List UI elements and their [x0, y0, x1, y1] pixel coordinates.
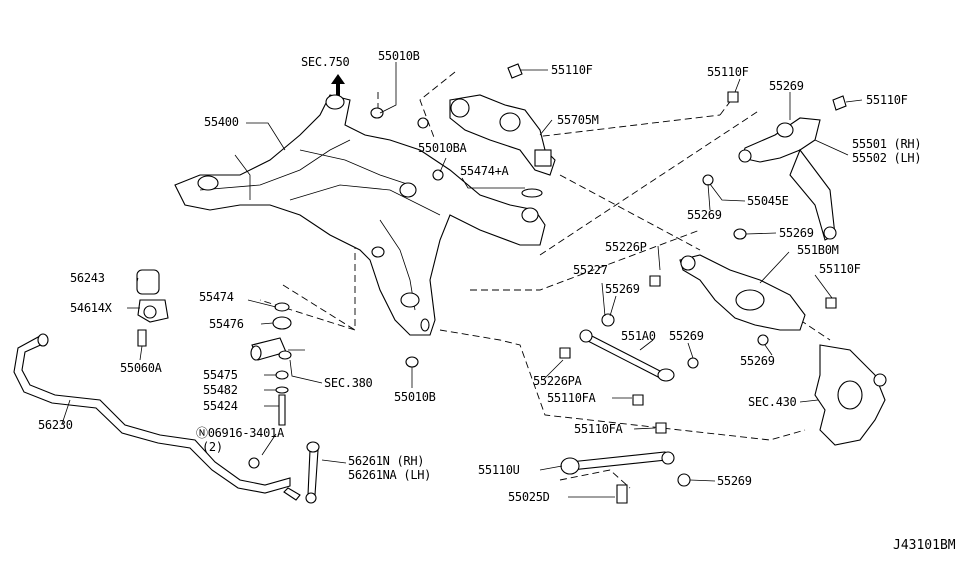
stabilizer-bar: [13, 333, 291, 494]
label-55482: 55482: [203, 383, 238, 397]
label-551a0: 551A0: [621, 329, 656, 343]
label-55269-b: 55269: [669, 329, 704, 343]
label-55010b-top: 55010B: [378, 49, 420, 63]
label-55269-top: 55269: [769, 79, 804, 93]
label-54614x: 54614X: [70, 301, 112, 315]
label-sec380: SEC.380: [324, 376, 373, 390]
stabilizer-connecting-rod: [283, 441, 320, 504]
label-55269-r2: 55269: [779, 226, 814, 240]
label-55501: 55501 (RH): [852, 137, 922, 151]
label-55025d: 55025D: [508, 490, 550, 504]
label-sec750: SEC.750: [301, 55, 350, 69]
label-55474a: 55474+A: [460, 164, 509, 178]
label-55110f-top: 55110F: [551, 63, 593, 77]
label-55705m: 55705M: [557, 113, 599, 127]
label-55226pa: 55226PA: [533, 374, 582, 388]
knuckle-assembly: [814, 344, 887, 446]
label-55110u: 55110U: [478, 463, 520, 477]
label-55476: 55476: [209, 317, 244, 331]
label-55110f-right: 55110F: [707, 65, 749, 79]
label-55060a: 55060A: [120, 361, 162, 375]
fasteners: [248, 63, 847, 504]
upper-link-assembly: [738, 117, 837, 241]
label-55226p: 55226P: [605, 240, 647, 254]
label-sec430: SEC.430: [748, 395, 797, 409]
label-55269-d: 55269: [717, 474, 752, 488]
label-55424: 55424: [203, 399, 238, 413]
label-55110f-far: 55110F: [866, 93, 908, 107]
radius-rod: [579, 329, 675, 382]
label-55269-c: 55269: [740, 354, 775, 368]
label-55269-mid: 55269: [687, 208, 722, 222]
lower-link-assembly: [679, 254, 806, 331]
label-55400: 55400: [204, 115, 239, 129]
label-55045e: 55045E: [747, 194, 789, 208]
diagram-code: J43101BM: [893, 538, 956, 553]
label-55110f-arm: 55110F: [819, 262, 861, 276]
label-55110fa-1: 55110FA: [547, 391, 596, 405]
label-55502: 55502 (LH): [852, 151, 922, 165]
label-56230: 56230: [38, 418, 73, 432]
label-06916-3401a: Ⓝ06916-3401A: [196, 426, 284, 440]
label-55010ba: 55010BA: [418, 141, 467, 155]
label-55269-a: 55269: [605, 282, 640, 296]
label-55475: 55475: [203, 368, 238, 382]
dashed-reference-lines: [259, 71, 831, 489]
leader-lines: [61, 62, 863, 498]
label-56243: 56243: [70, 271, 105, 285]
lateral-link: [560, 451, 675, 475]
label-56261na: 56261NA (LH): [348, 468, 432, 482]
mount-bushing-stack: [250, 302, 292, 426]
label-551b0m: 551B0M: [797, 243, 839, 257]
label-55227: 55227: [573, 263, 608, 277]
rear-suspension-member: [174, 94, 546, 336]
label-55474: 55474: [199, 290, 234, 304]
sec750-arrow: [331, 74, 345, 98]
label-06916-qty: (2): [202, 440, 223, 454]
rear-actuator-assembly: [449, 94, 556, 176]
stabilizer-bushing-parts: [136, 269, 169, 347]
label-55110fa-2: 55110FA: [574, 422, 623, 436]
label-56261n: 56261N (RH): [348, 454, 425, 468]
label-55010b-bottom: 55010B: [394, 390, 436, 404]
